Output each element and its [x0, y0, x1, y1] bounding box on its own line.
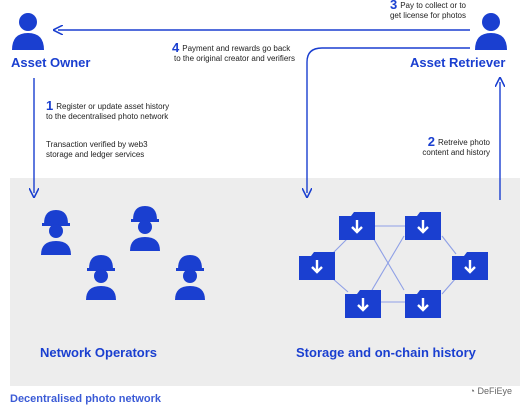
step-2-line-1: Retreive photo: [437, 138, 490, 147]
step-1-number: 1: [46, 98, 54, 113]
step-1-line-2: to the decentralised photo network: [46, 112, 169, 121]
asset-retriever-label: Asset Retriever: [410, 55, 506, 70]
operators-group: [41, 206, 205, 300]
hard-hat-worker-icon: [130, 206, 160, 251]
flow-arrows: [34, 30, 500, 200]
note-line-1: Transaction verified by web3: [46, 140, 148, 149]
hard-hat-worker-icon: [41, 210, 71, 255]
asset-owner-label: Asset Owner: [11, 55, 91, 70]
watermark: ◔ DeFiEye: [469, 386, 512, 396]
step-1-line-1: Register or update asset history: [56, 102, 170, 111]
folder-download-icon: [339, 212, 375, 240]
folder-download-icon: [405, 212, 441, 240]
note-line-2: storage and ledger services: [46, 150, 145, 159]
network-operators-title: Network Operators: [40, 345, 158, 360]
storage-nodes: [299, 212, 488, 318]
step-4-line-1: Payment and rewards go back: [182, 44, 291, 53]
verification-note: Transaction verified by web3 storage and…: [46, 140, 148, 160]
folder-download-icon: [405, 290, 441, 318]
asset-owner-person-icon: [12, 13, 44, 50]
step-4-line-2: to the original creator and verifiers: [174, 54, 295, 63]
step-3-number: 3: [389, 0, 398, 12]
asset-retriever-person-icon: [475, 13, 507, 50]
storage-links: [331, 225, 457, 303]
folder-download-icon: [452, 252, 488, 280]
hard-hat-worker-icon: [175, 255, 205, 300]
step-2-line-2: content and history: [422, 148, 490, 157]
step-3-line-1: Pay to collect or to: [400, 1, 466, 10]
bottom-caption: Decentralised photo network: [10, 393, 161, 405]
storage-title: Storage and on-chain history: [296, 345, 476, 360]
folder-download-icon: [345, 290, 381, 318]
step-3-line-2: get license for photos: [389, 11, 466, 20]
arrow-step-4: [307, 47, 470, 193]
step-4-number: 4: [172, 40, 180, 55]
step-2-number: 2: [427, 134, 435, 149]
folder-download-icon: [299, 252, 335, 280]
watermark-text: DeFiEye: [477, 386, 512, 396]
hard-hat-worker-icon: [86, 255, 116, 300]
